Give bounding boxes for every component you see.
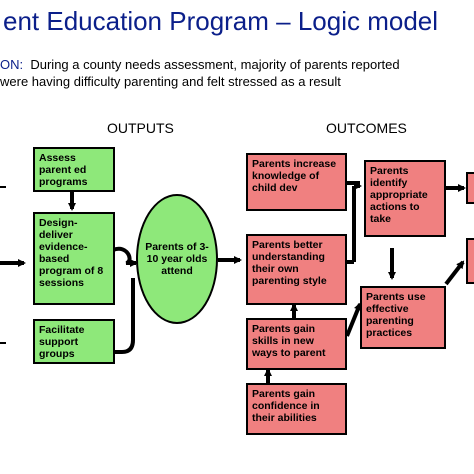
output-assess-box: Assess parent ed programs [33, 147, 115, 192]
situation-text-2: were having difficulty parenting and fel… [0, 74, 341, 89]
participants-oval: Parents of 3-10 year olds attend [136, 194, 218, 324]
outcome-confidence-box: Parents gain confidence in their abiliti… [246, 383, 347, 435]
outcome-cutoff-middle-box [466, 238, 474, 284]
situation-text-1: During a county needs assessment, majori… [30, 57, 400, 72]
output-facilitate-box: Facilitate support groups [33, 319, 115, 364]
outcomes-header: OUTCOMES [326, 120, 407, 136]
page-title: ent Education Program – Logic model [3, 6, 439, 36]
situation-line-1: ON: During a county needs assessment, ma… [0, 56, 474, 73]
curve-design-to-participants [112, 246, 132, 265]
situation-line-2: were having difficulty parenting and fel… [0, 73, 474, 90]
situation-statement: ON: During a county needs assessment, ma… [0, 56, 474, 90]
outcome-identify-actions-box: Parents identify appropriate actions to … [364, 160, 446, 237]
outputs-header: OUTPUTS [107, 120, 174, 136]
situation-label: ON: [0, 57, 24, 72]
inputs-frame-top [0, 186, 6, 188]
arrow-skills-to-practices [345, 302, 362, 337]
output-design-deliver-box: Design-deliver evidence-based program of… [33, 212, 115, 305]
inputs-frame-bottom [0, 342, 6, 344]
outcome-effective-practices-box: Parents use effective parenting practice… [360, 286, 446, 349]
curve-facilitate-to-participants [113, 278, 135, 354]
outcome-understanding-box: Parents better understanding their own p… [246, 234, 347, 305]
outcome-skills-box: Parents gain skills in new ways to paren… [246, 318, 347, 370]
outcome-knowledge-box: Parents increase knowledge of child dev [246, 153, 347, 211]
arrow-practices-to-right [444, 260, 465, 286]
outcome-cutoff-top-box [466, 172, 474, 204]
